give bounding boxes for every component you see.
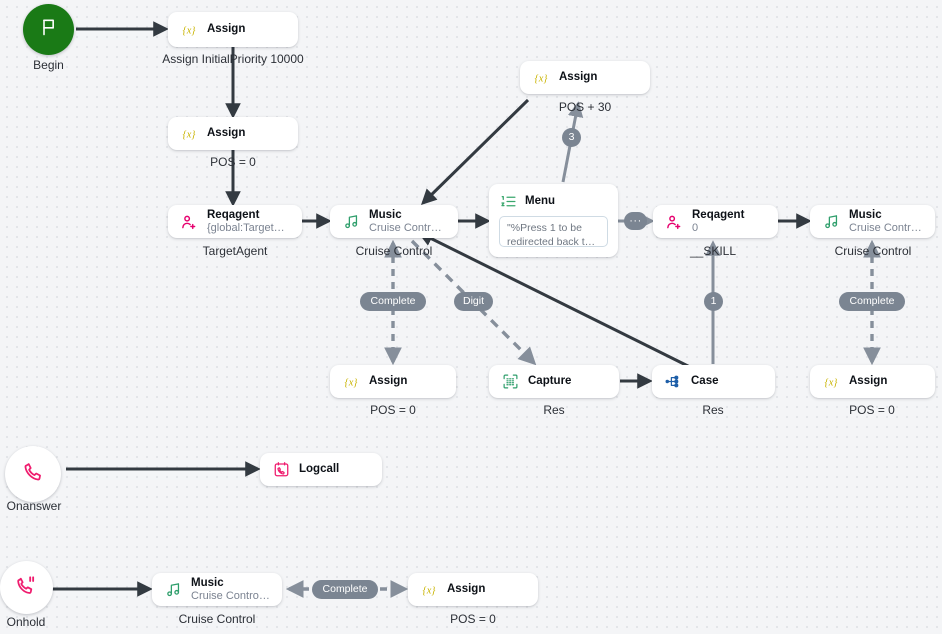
edge-badge-one[interactable]: 1 xyxy=(704,292,723,311)
reqagent-icon xyxy=(180,213,198,231)
node-menu[interactable]: Menu "%Press 1 to be redirected back t… xyxy=(489,184,618,257)
trigger-onhold-label: Onhold xyxy=(6,615,46,629)
node-title: Reqagent xyxy=(692,208,745,221)
phone-icon xyxy=(23,461,44,487)
node-capture-res[interactable]: Capture xyxy=(489,365,619,398)
node-music-right[interactable]: Music Cruise Control.wav xyxy=(810,205,935,238)
node-title: Assign xyxy=(369,374,408,387)
menu-prompt-text[interactable]: "%Press 1 to be redirected back t… xyxy=(499,216,608,247)
node-music-center-caption: Cruise Control xyxy=(355,244,433,258)
assign-icon: {x} xyxy=(532,69,550,87)
svg-text:{x}: {x} xyxy=(535,73,549,84)
node-subtitle: Cruise Control.wav xyxy=(849,221,923,234)
node-title: Menu xyxy=(525,195,556,207)
edge-badge-three[interactable]: 3 xyxy=(562,128,581,147)
node-subtitle: 0 xyxy=(692,221,699,234)
node-title: Assign xyxy=(849,374,888,387)
assign-icon: {x} xyxy=(342,373,360,391)
node-title: Case xyxy=(691,374,719,387)
node-logcall[interactable]: Logcall xyxy=(260,453,382,486)
node-music-center[interactable]: Music Cruise Control.wav xyxy=(330,205,458,238)
node-assign-pos-0-c[interactable]: {x} Assign xyxy=(810,365,935,398)
trigger-begin[interactable] xyxy=(23,4,74,55)
node-assign-pos-30-caption: POS + 30 xyxy=(558,100,612,114)
node-title: Assign xyxy=(207,22,246,35)
edge-badge-complete-onhold[interactable]: Complete xyxy=(312,580,378,599)
node-assign-pos-0-c-caption: POS = 0 xyxy=(849,403,895,417)
edge-badge-menu-dots[interactable]: ··· xyxy=(624,212,647,230)
flag-icon xyxy=(39,17,59,42)
edge-badge-complete-right[interactable]: Complete xyxy=(839,292,905,311)
case-icon xyxy=(664,373,682,391)
svg-text:{x}: {x} xyxy=(345,377,359,388)
node-assign-pos-0-b-caption: POS = 0 xyxy=(370,403,416,417)
menu-icon xyxy=(499,192,517,210)
menu-header: Menu xyxy=(499,192,608,210)
assign-icon: {x} xyxy=(420,581,438,599)
node-title: Music xyxy=(369,208,402,221)
node-reqagent-skill[interactable]: Reqagent 0 xyxy=(653,205,778,238)
logcall-icon xyxy=(272,461,290,479)
assign-icon: {x} xyxy=(822,373,840,391)
node-title: Logcall xyxy=(299,462,340,475)
music-icon xyxy=(822,213,840,231)
node-music-onhold[interactable]: Music Cruise Control.wav xyxy=(152,573,282,606)
capture-icon xyxy=(501,373,519,391)
svg-text:{x}: {x} xyxy=(183,129,197,140)
node-assign-pos-30[interactable]: {x} Assign xyxy=(520,61,650,94)
trigger-onhold[interactable] xyxy=(0,561,53,614)
node-assign-pos-0-a-caption: POS = 0 xyxy=(210,155,256,169)
edge-badge-digit[interactable]: Digit xyxy=(454,292,493,311)
node-subtitle: {global:TargetAgent} xyxy=(207,221,290,234)
node-subtitle: Cruise Control.wav xyxy=(369,221,446,234)
node-title: Reqagent xyxy=(207,208,260,221)
edge-badge-complete-center[interactable]: Complete xyxy=(360,292,426,311)
node-assign-init-caption: Assign InitialPriority 10000 xyxy=(162,52,304,66)
node-title: Assign xyxy=(447,582,486,595)
music-icon xyxy=(342,213,360,231)
node-assign-onhold[interactable]: {x} Assign xyxy=(408,573,538,606)
node-music-right-caption: Cruise Control xyxy=(834,244,912,258)
music-icon xyxy=(164,581,182,599)
assign-icon: {x} xyxy=(180,125,198,143)
node-title: Assign xyxy=(559,70,598,83)
trigger-onanswer-label: Onanswer xyxy=(6,499,62,513)
node-case-res[interactable]: Case xyxy=(652,365,775,398)
node-title: Capture xyxy=(528,374,572,387)
svg-text:{x}: {x} xyxy=(183,25,197,36)
node-assign-pos-0-a[interactable]: {x} Assign xyxy=(168,117,298,150)
node-assign-pos-0-b[interactable]: {x} Assign xyxy=(330,365,456,398)
node-reqagent-target[interactable]: Reqagent {global:TargetAgent} xyxy=(168,205,302,238)
reqagent-icon xyxy=(665,213,683,231)
node-case-res-caption: Res xyxy=(702,403,724,417)
phone-hold-icon xyxy=(16,575,37,601)
node-reqagent-skill-caption: __SKILL xyxy=(689,244,737,258)
node-title: Music xyxy=(849,208,882,221)
trigger-begin-label: Begin xyxy=(33,58,64,72)
svg-text:{x}: {x} xyxy=(423,585,437,596)
node-reqagent-target-caption: TargetAgent xyxy=(202,244,268,258)
node-music-onhold-caption: Cruise Control xyxy=(178,612,256,626)
node-assign-init[interactable]: {x} Assign xyxy=(168,12,298,47)
assign-icon: {x} xyxy=(180,21,198,39)
node-title: Assign xyxy=(207,126,246,139)
svg-text:{x}: {x} xyxy=(825,377,839,388)
node-assign-onhold-caption: POS = 0 xyxy=(450,612,496,626)
trigger-onanswer[interactable] xyxy=(5,446,61,502)
node-title: Music xyxy=(191,576,224,589)
node-capture-res-caption: Res xyxy=(543,403,565,417)
node-subtitle: Cruise Control.wav xyxy=(191,589,270,602)
